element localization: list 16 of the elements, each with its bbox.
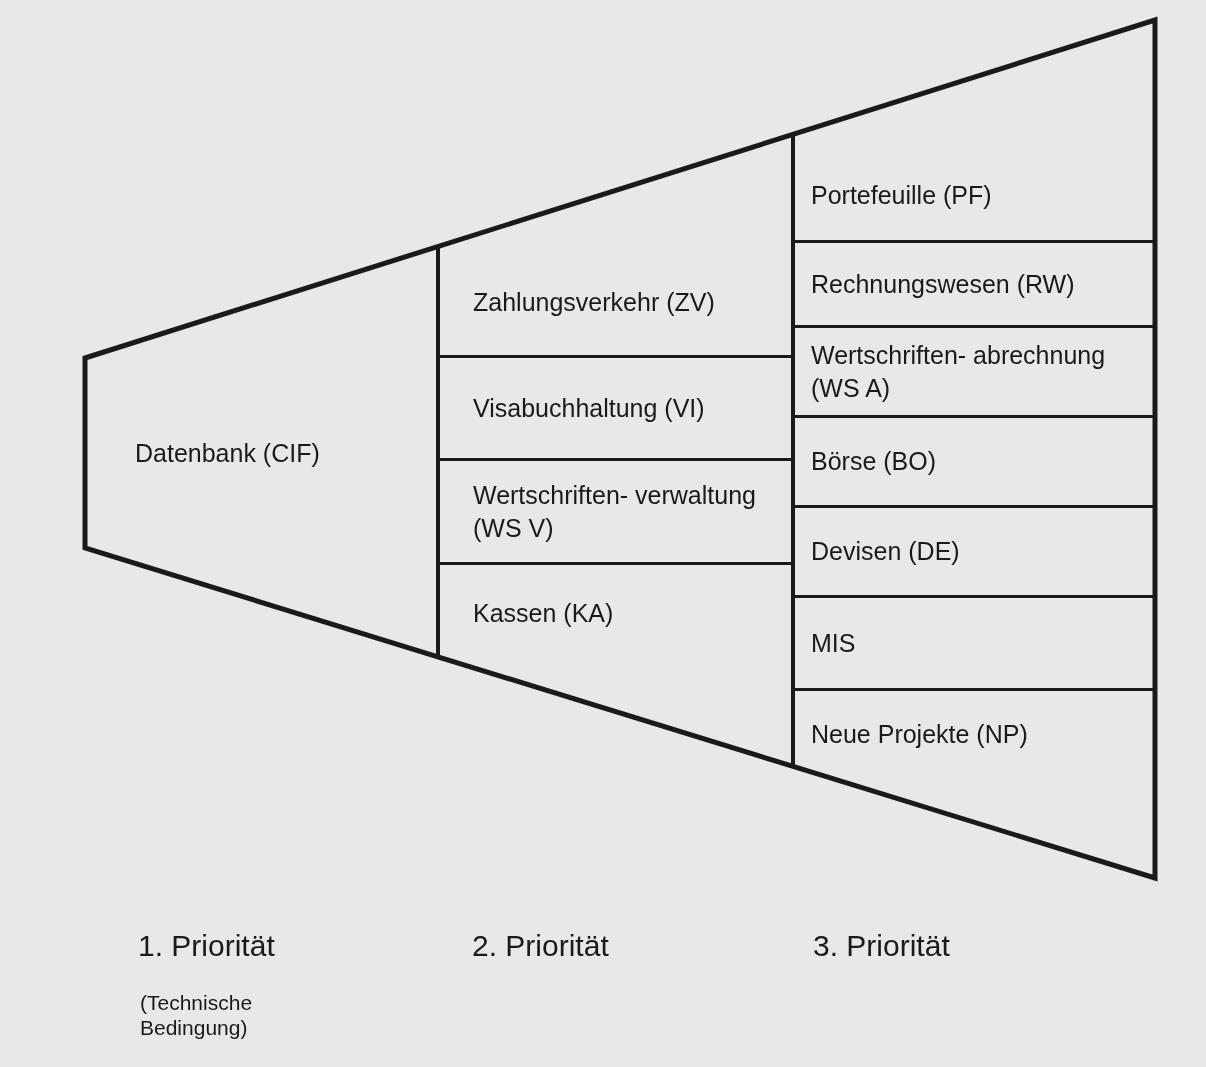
section-label: Kassen (KA) xyxy=(473,598,614,630)
section-label: Börse (BO) xyxy=(811,446,937,478)
section-label: Neue Projekte (NP) xyxy=(811,719,1028,751)
priority-label: 3. Priorität xyxy=(813,928,951,964)
section-label: Wertschriften- verwaltung (WS V) xyxy=(473,480,757,544)
priority-label: 1. Priorität xyxy=(138,928,276,964)
section-label: MIS xyxy=(811,627,856,659)
section-label: Rechnungswesen (RW) xyxy=(811,268,1075,300)
section-label: Datenbank (CIF) xyxy=(135,437,320,469)
section-label: Wertschriften- abrechnung (WS A) xyxy=(811,340,1107,404)
section-label: Portefeuille (PF) xyxy=(811,179,992,211)
section-label: Zahlungsverkehr (ZV) xyxy=(473,287,715,319)
note-text: (Technische Bedingung) xyxy=(140,990,254,1041)
section-label: Visabuchhaltung (VI) xyxy=(473,392,705,424)
priority-label: 2. Priorität xyxy=(472,928,610,964)
section-label: Devisen (DE) xyxy=(811,536,960,568)
